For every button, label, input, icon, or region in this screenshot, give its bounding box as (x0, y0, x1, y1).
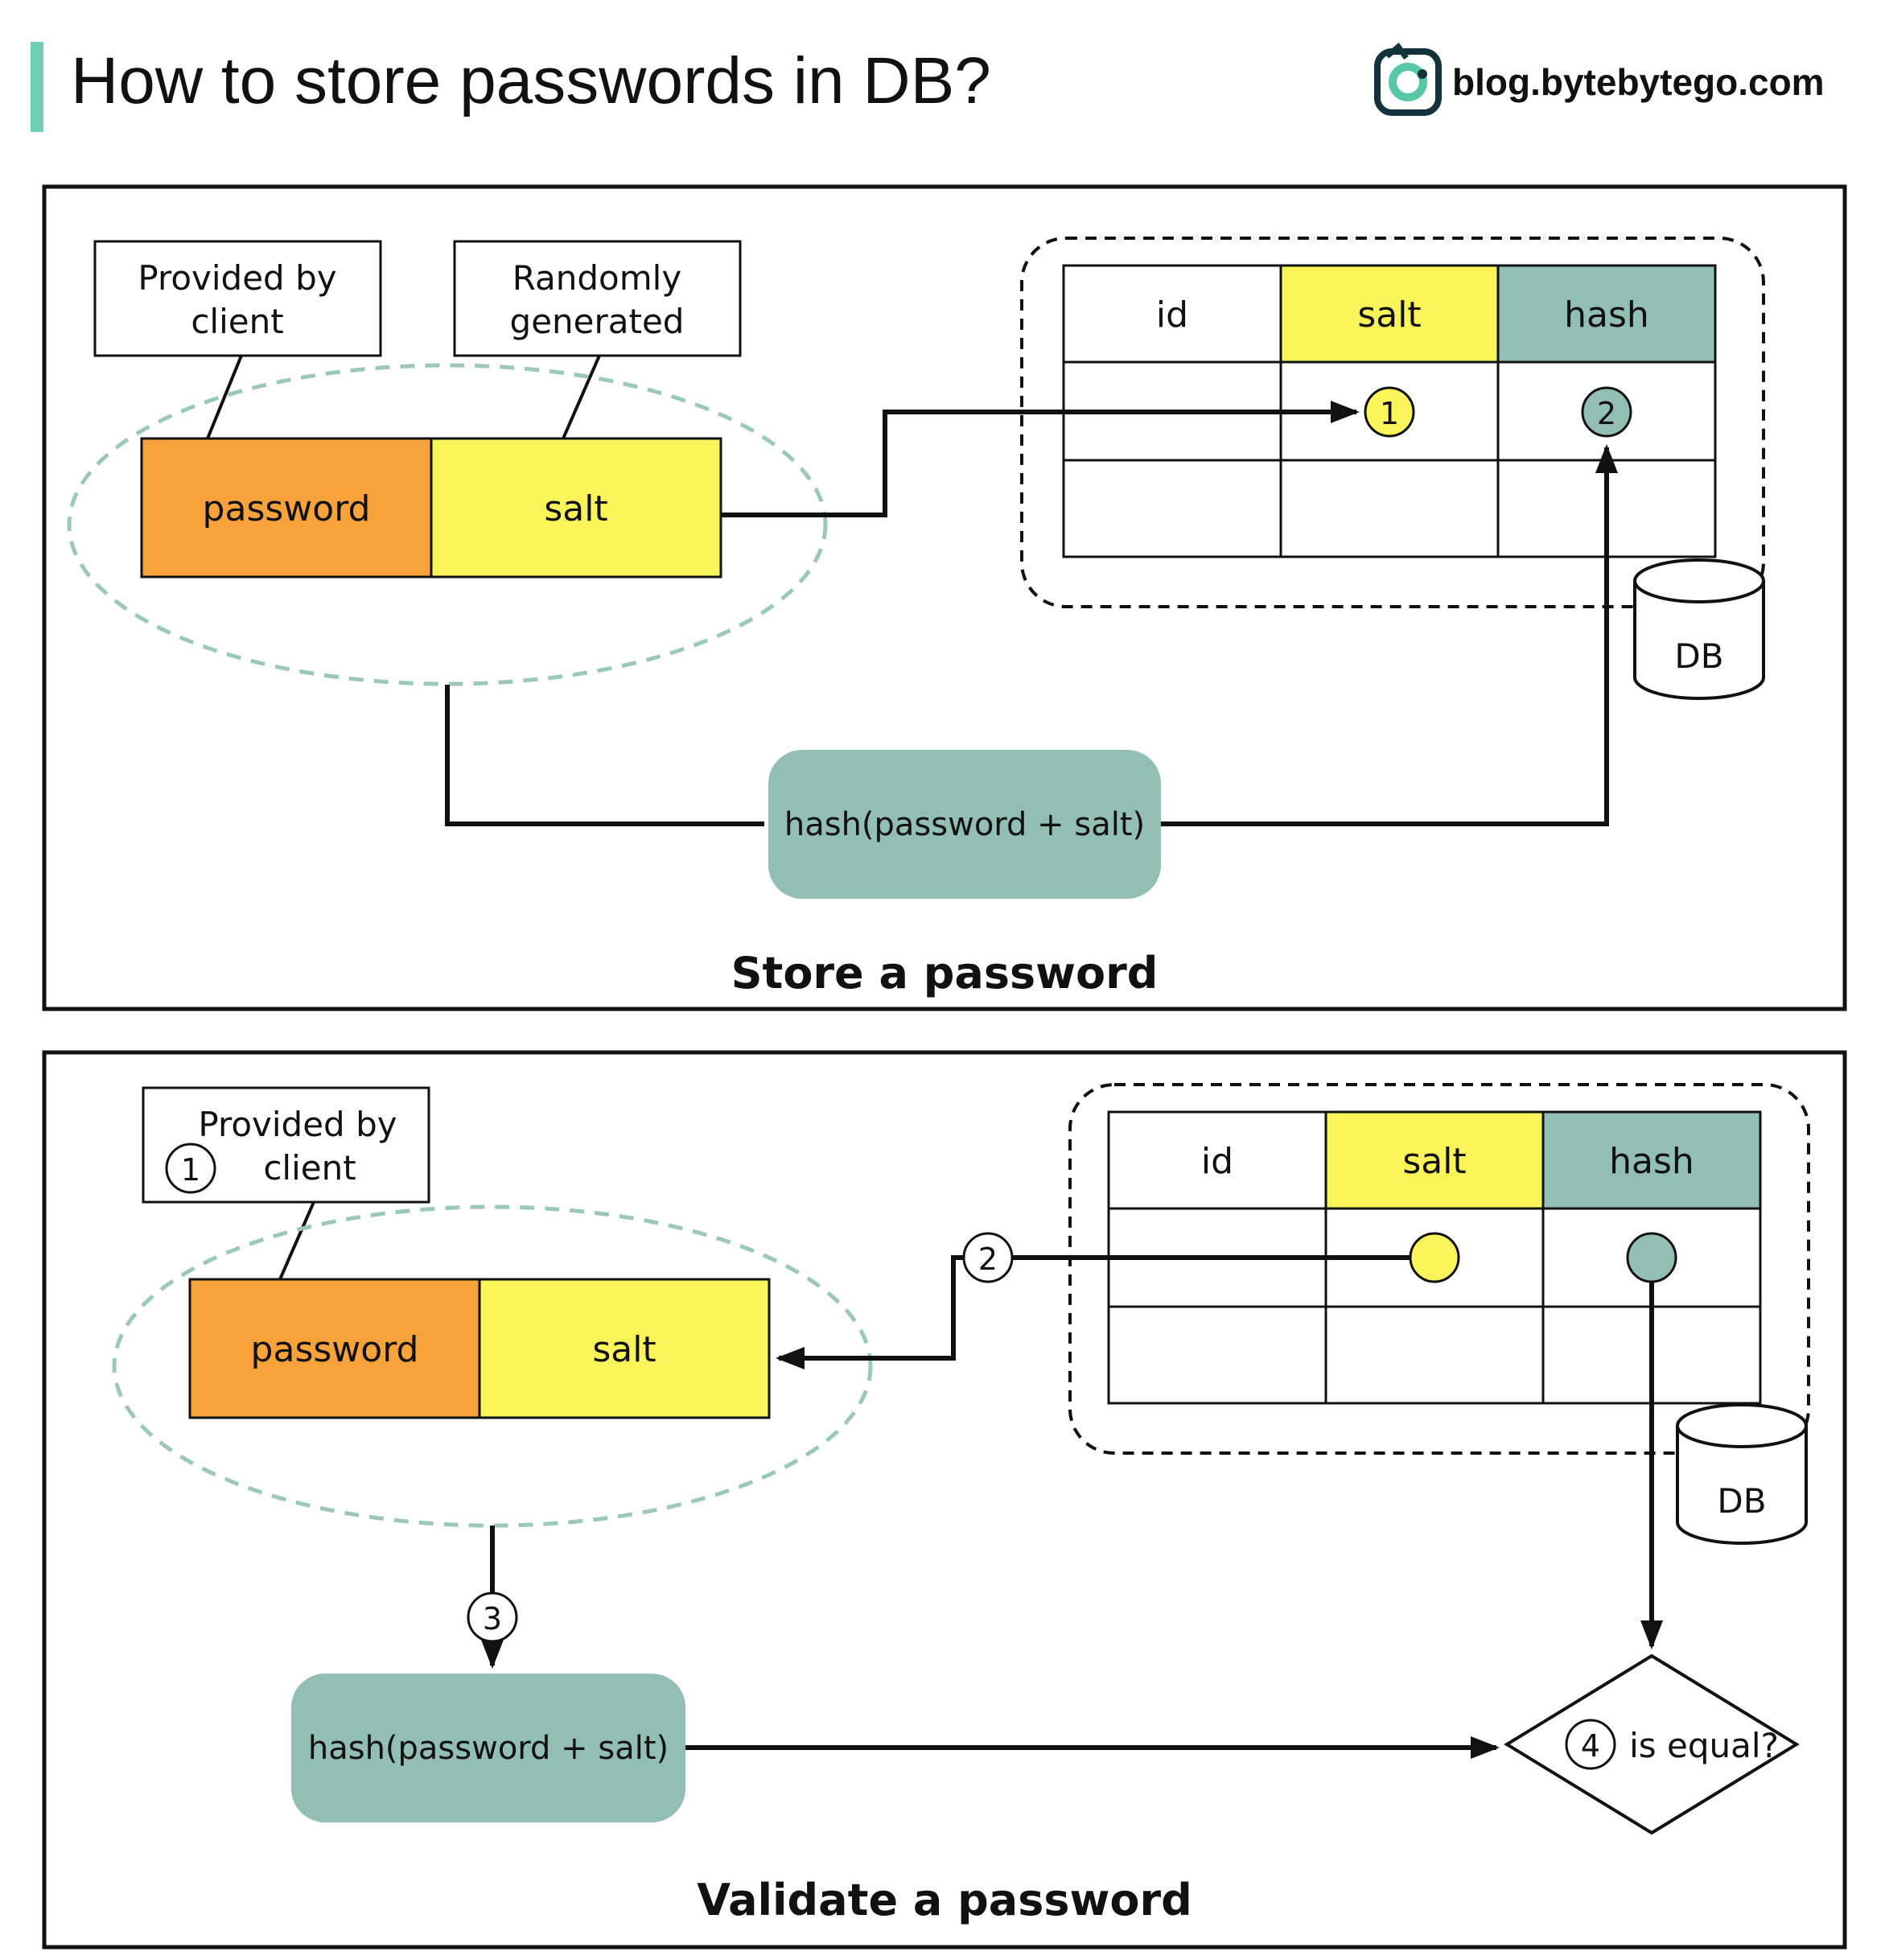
db-cylinder: DB (1676, 1403, 1808, 1545)
header: How to store passwords in DB? blog.byteb… (31, 42, 1825, 132)
step-2-label: 2 (978, 1241, 998, 1277)
callout-provided-line1: Provided by (138, 258, 336, 298)
site-label: blog.bytebytego.com (1452, 61, 1825, 103)
callout-pointer (206, 355, 243, 439)
col-id-label: id (1201, 1141, 1233, 1182)
store-panel: Provided by client Randomly generated pa… (42, 184, 1847, 1011)
db-body (1633, 581, 1765, 700)
db-cylinder: DB (1633, 558, 1765, 700)
callout-pointer (278, 1201, 315, 1280)
hash-function-label: hash(password + salt) (784, 806, 1145, 843)
step-3-badge (467, 1591, 518, 1643)
client-group-ellipse (67, 363, 828, 686)
logo-ear (1385, 42, 1409, 60)
table-header-id (1107, 1110, 1327, 1210)
db-top (1633, 558, 1765, 603)
password-label: password (251, 1329, 419, 1370)
step-1-badge (165, 1143, 216, 1194)
salt-to-table-arrow (721, 401, 1360, 517)
table-cell (1324, 1305, 1545, 1405)
hash-function-box (291, 1674, 685, 1822)
callout-pointer (562, 355, 601, 439)
step-4-label: 4 (1581, 1728, 1600, 1764)
table-cell (1062, 459, 1282, 558)
logo-swirl (1389, 63, 1427, 101)
col-id-label: id (1156, 294, 1188, 336)
callout-provided-by-client (93, 240, 382, 357)
callout-random-line2: generated (510, 302, 685, 341)
step-1-label: 1 (181, 1152, 200, 1188)
password-label: password (203, 488, 371, 529)
salt-label: salt (544, 488, 607, 529)
col-salt-label: salt (1402, 1141, 1466, 1182)
table-cell (1279, 459, 1500, 558)
validate-caption: Validate a password (697, 1875, 1192, 1925)
salt-box (478, 1278, 771, 1419)
salt-value-dot (1409, 1232, 1460, 1283)
db-label: DB (1674, 636, 1723, 676)
logo-frame (1374, 48, 1442, 116)
password-box (188, 1278, 481, 1419)
bytebytego-logo-icon (1374, 42, 1442, 116)
step-1-label: 1 (1380, 396, 1399, 431)
is-equal-diamond (1504, 1653, 1800, 1835)
hash-to-table-arrow (1161, 444, 1618, 826)
accent-bar (31, 42, 43, 132)
step-2-badge (1581, 386, 1632, 438)
ellipse-to-hash-line (445, 685, 764, 826)
table-cell (1107, 1305, 1327, 1405)
callout-provided-line2: client (263, 1148, 356, 1188)
step-4-badge (1565, 1719, 1616, 1770)
step-3-label: 3 (483, 1601, 502, 1637)
step-2-badge (962, 1232, 1014, 1283)
callout-random-line1: Randomly (512, 258, 681, 298)
step-1-badge (1364, 386, 1415, 438)
callout-provided-line1: Provided by (198, 1105, 397, 1144)
salt-box (430, 437, 722, 579)
is-equal-label: is equal? (1629, 1726, 1779, 1765)
step-2-label: 2 (1597, 396, 1616, 431)
password-box (140, 437, 433, 579)
db-body (1676, 1426, 1808, 1545)
page-title: How to store passwords in DB? (71, 44, 991, 117)
client-group-ellipse (112, 1204, 873, 1528)
db-top (1676, 1403, 1808, 1448)
hash-function-box (768, 750, 1161, 899)
table-header-hash (1541, 1110, 1762, 1210)
validate-panel: Provided by client 1 password salt id sa… (42, 1050, 1847, 1950)
table-to-salt-arrow (776, 1255, 1410, 1369)
table-header-id (1062, 264, 1282, 364)
hash-value-dot (1626, 1232, 1677, 1283)
col-hash-label: hash (1564, 294, 1649, 336)
callout-randomly-generated (453, 240, 742, 357)
table-header-hash (1496, 264, 1717, 364)
db-region-dashed (1068, 1083, 1810, 1455)
db-label: DB (1717, 1481, 1766, 1521)
col-salt-label: salt (1357, 294, 1421, 336)
logo-eye (1418, 69, 1427, 79)
col-hash-label: hash (1609, 1141, 1694, 1182)
hash-function-label: hash(password + salt) (308, 1730, 669, 1767)
salt-label: salt (592, 1329, 656, 1370)
store-caption: Store a password (731, 948, 1159, 999)
table-header-salt (1279, 264, 1500, 364)
callout-provided-line2: client (191, 302, 283, 341)
db-region-dashed (1020, 237, 1765, 608)
